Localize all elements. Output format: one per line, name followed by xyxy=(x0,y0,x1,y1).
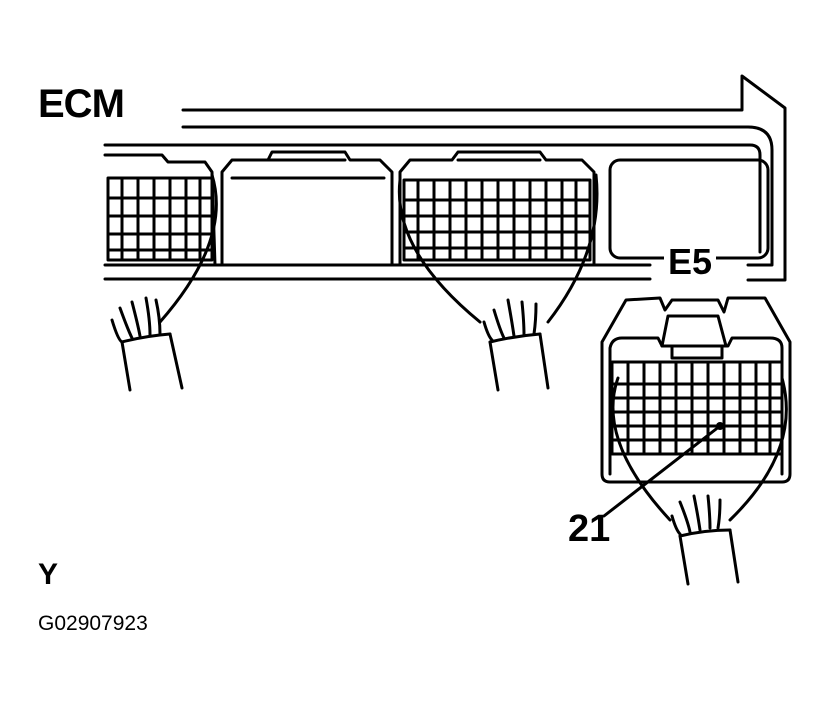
ecm-connector-right xyxy=(400,152,594,265)
ecm-connector-left xyxy=(105,155,215,265)
pin-21-leader-line xyxy=(604,426,720,516)
wire-harness-right xyxy=(399,175,597,390)
figure-reference-label: G02907923 xyxy=(38,612,148,635)
wire-harness-left xyxy=(112,175,216,390)
pin-number-label: 21 xyxy=(568,508,611,550)
connector-e5-label: E5 xyxy=(664,244,717,280)
ecm-housing xyxy=(105,76,785,280)
ecm-label: ECM xyxy=(38,82,125,126)
view-label: Y xyxy=(38,558,59,591)
ecm-connector-middle xyxy=(222,152,392,265)
e5-connector xyxy=(602,298,790,482)
pin-21-marker xyxy=(716,422,724,430)
wire-harness-e5 xyxy=(613,378,786,584)
